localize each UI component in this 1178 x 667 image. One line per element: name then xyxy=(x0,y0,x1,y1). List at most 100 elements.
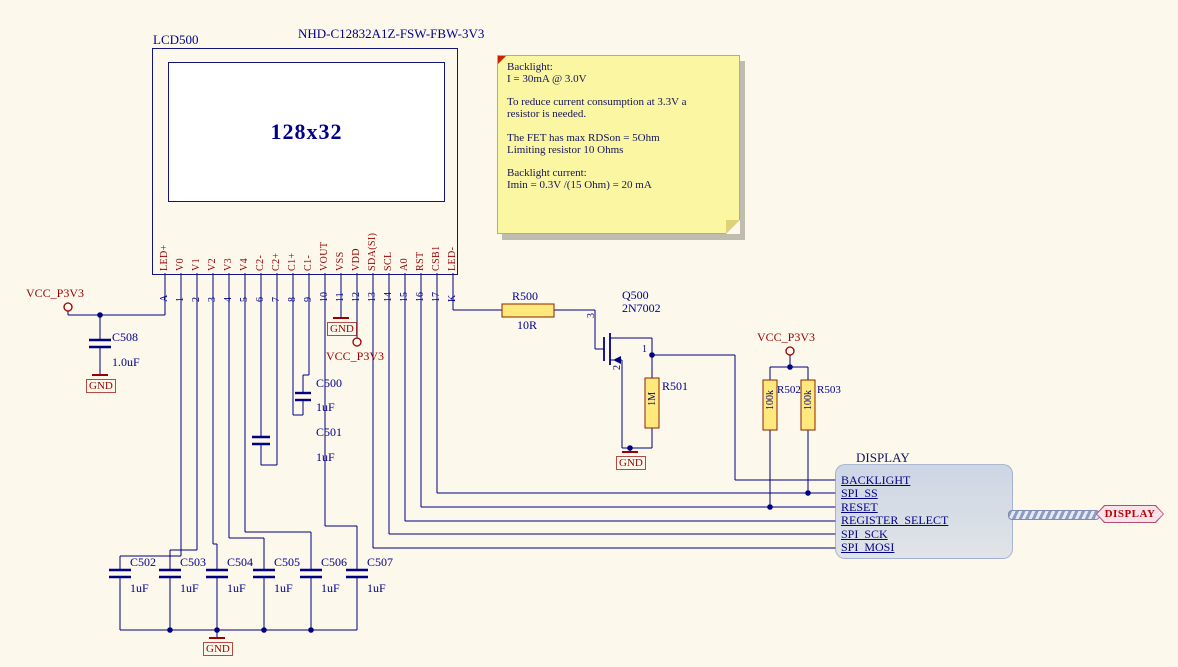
lcd-pin-name-11: VSS xyxy=(334,211,348,271)
q500-pin-source: 2 xyxy=(611,365,624,370)
harness-signal-spi-ss[interactable]: SPI_SS xyxy=(841,487,878,500)
resistor-body-r500 xyxy=(502,304,554,317)
mosfet-arrow xyxy=(613,356,621,364)
c502-value: 1uF xyxy=(130,582,149,595)
c505-value: 1uF xyxy=(274,582,293,595)
c501-designator: C501 xyxy=(316,426,342,439)
capacitor-symbol-c505 xyxy=(253,570,275,577)
lcd-pin-name-8: C1+ xyxy=(286,211,300,271)
gnd-label-c508: GND xyxy=(86,379,116,393)
lcd-pin-number-4: 4 xyxy=(222,276,236,302)
lcd-pin-number-16: 16 xyxy=(414,276,428,302)
c506-value: 1uF xyxy=(321,582,340,595)
note-text: Backlight: I = 30mA @ 3.0V To reduce cur… xyxy=(507,62,733,192)
gnd-label-vss: GND xyxy=(327,322,357,336)
lcd-resolution-text: 128x32 xyxy=(271,119,343,145)
r503-designator: R503 xyxy=(817,384,841,397)
r500-value: 10R xyxy=(517,319,537,332)
lcd-pin-name-4: V3 xyxy=(222,211,236,271)
vcc-label-left: VCC_P3V3 xyxy=(26,287,84,300)
c505-designator: C505 xyxy=(274,556,300,569)
lcd-pin-number-1: 1 xyxy=(174,276,188,302)
lcd-designator: LCD500 xyxy=(153,33,199,46)
c500-designator: C500 xyxy=(316,377,342,390)
lcd-pin-name-7: C2+ xyxy=(270,211,284,271)
capacitor-symbol-c506 xyxy=(300,570,322,577)
lcd-pin-number-0: A xyxy=(158,276,172,302)
lcd-pin-number-15: 15 xyxy=(398,276,412,302)
lcd-pin-name-14: SCL xyxy=(382,211,396,271)
lcd-pin-number-7: 7 xyxy=(270,276,284,302)
c507-designator: C507 xyxy=(367,556,393,569)
lcd-pin-number-9: 9 xyxy=(302,276,316,302)
harness-signal-register-select[interactable]: REGISTER_SELECT xyxy=(841,514,948,527)
lcd-pin-number-3: 3 xyxy=(206,276,220,302)
c503-designator: C503 xyxy=(180,556,206,569)
note-fold xyxy=(726,220,740,234)
lcd-pin-name-3: V2 xyxy=(206,211,220,271)
lcd-part-number: NHD-C12832A1Z-FSW-FBW-3V3 xyxy=(298,27,484,40)
lcd-pin-number-18: K xyxy=(446,276,460,302)
r500-designator: R500 xyxy=(512,290,538,303)
capacitor-symbol-c501 xyxy=(252,437,270,444)
c504-designator: C504 xyxy=(227,556,253,569)
note-backlight[interactable]: Backlight: I = 30mA @ 3.0V To reduce cur… xyxy=(497,55,740,234)
c503-value: 1uF xyxy=(180,582,199,595)
c506-designator: C506 xyxy=(321,556,347,569)
harness-connector-tag[interactable]: DISPLAY xyxy=(1096,505,1164,523)
lcd-pin-name-6: C2- xyxy=(254,211,268,271)
capacitor-symbol-c508 xyxy=(89,340,111,347)
r502-designator: R502 xyxy=(777,384,801,397)
lcd-pin-name-0: LED+ xyxy=(158,211,172,271)
r503-value: 100k xyxy=(802,390,815,410)
lcd-pin-name-12: VDD xyxy=(350,211,364,271)
capacitor-symbol-c503 xyxy=(159,570,181,577)
lcd-pin-number-2: 2 xyxy=(190,276,204,302)
harness-cable xyxy=(1008,510,1100,520)
c508-value: 1.0uF xyxy=(112,356,140,369)
junction-dots xyxy=(97,312,811,633)
resistor-symbols[interactable] xyxy=(502,304,815,430)
lcd-pin-number-14: 14 xyxy=(382,276,396,302)
c502-designator: C502 xyxy=(130,556,156,569)
harness-connector-label: DISPLAY xyxy=(1097,506,1163,522)
q500-part: 2N7002 xyxy=(622,302,661,315)
lcd-pin-name-5: V4 xyxy=(238,211,252,271)
c501-value: 1uF xyxy=(316,451,335,464)
vcc-label-pullups: VCC_P3V3 xyxy=(757,331,815,344)
lcd-pin-number-10: 10 xyxy=(318,276,332,302)
capacitor-symbol-c502 xyxy=(109,570,131,577)
capacitor-symbol-c504 xyxy=(206,570,228,577)
c508-designator: C508 xyxy=(112,331,138,344)
note-corner-marker xyxy=(498,56,506,64)
q500-pin-drain: 3 xyxy=(585,313,598,318)
lcd-pin-name-9: C1- xyxy=(302,211,316,271)
r501-designator: R501 xyxy=(662,380,688,393)
lcd-pin-number-12: 12 xyxy=(350,276,364,302)
lcd-pin-number-8: 8 xyxy=(286,276,300,302)
harness-signal-spi-mosi[interactable]: SPI_MOSI xyxy=(841,541,894,554)
gnd-label-fet: GND xyxy=(616,456,646,470)
lcd-pin-number-11: 11 xyxy=(334,276,348,302)
lcd-pin-number-17: 17 xyxy=(430,276,444,302)
power-ports xyxy=(64,303,794,638)
r502-value: 100k xyxy=(764,390,777,410)
capacitor-symbol-c500 xyxy=(295,393,311,400)
lcd-pin-name-10: VOUT xyxy=(318,211,332,271)
lcd-pin-number-6: 6 xyxy=(254,276,268,302)
c507-value: 1uF xyxy=(367,582,386,595)
lcd-pin-name-1: V0 xyxy=(174,211,188,271)
lcd-pin-name-13: SDA(SI) xyxy=(366,211,380,271)
capacitor-symbol-c507 xyxy=(346,570,368,577)
c504-value: 1uF xyxy=(227,582,246,595)
lcd-pin-name-15: A0 xyxy=(398,211,412,271)
lcd-pin-number-13: 13 xyxy=(366,276,380,302)
lcd-pin-name-17: CSB1 xyxy=(430,211,444,271)
vcc-label-vdd: VCC_P3V3 xyxy=(326,350,384,363)
gnd-label-bottom: GND xyxy=(203,642,233,656)
c500-value: 1uF xyxy=(316,401,335,414)
lcd-pin-number-5: 5 xyxy=(238,276,252,302)
lcd-screen: 128x32 xyxy=(168,62,445,202)
lcd-pin-name-18: LED- xyxy=(446,211,460,271)
